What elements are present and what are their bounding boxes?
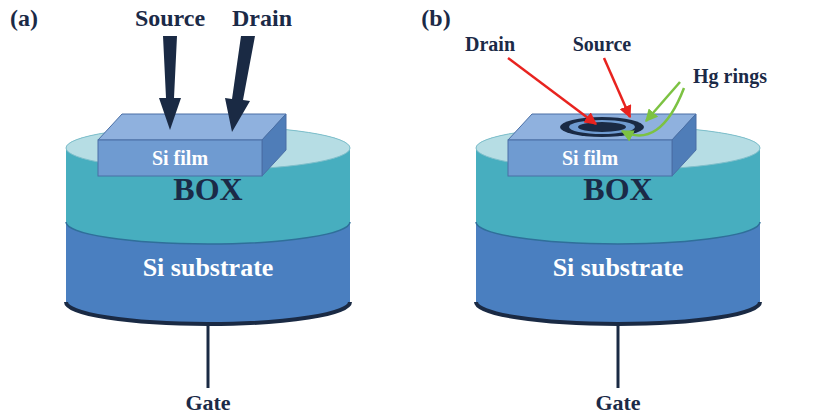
pointer-arrow	[622, 88, 684, 135]
terminal-name: Gate	[595, 391, 640, 415]
hg-inner-disk	[578, 122, 626, 132]
pointer-arrow	[604, 58, 630, 117]
panel-letter: (a)	[10, 5, 38, 31]
film-top	[98, 114, 286, 140]
layer-name: Si film	[562, 147, 618, 169]
layer-name: Si substrate	[553, 254, 684, 283]
substrate-layer: Si substrate	[137, 252, 280, 285]
panel-a	[66, 36, 350, 388]
band-edge	[476, 222, 760, 244]
film-side	[672, 114, 696, 176]
band-edge	[66, 222, 350, 244]
bottom-rim	[476, 302, 760, 324]
pointer-arrow	[508, 58, 596, 124]
film-front	[508, 140, 672, 176]
box-layer: BOX	[577, 170, 658, 209]
terminal-name: Source	[135, 5, 205, 31]
part-name: Hg rings	[693, 65, 767, 87]
panel-letter: (b)	[421, 5, 450, 31]
box-band	[66, 126, 350, 244]
probe-arrow	[159, 36, 181, 130]
layer-name: Si film	[152, 147, 208, 169]
film-front	[98, 140, 262, 176]
layer-name: BOX	[173, 172, 242, 207]
film-side	[262, 114, 286, 176]
probe-arrow	[225, 36, 255, 132]
layer-name: BOX	[583, 172, 652, 207]
gate-wire	[207, 322, 210, 388]
terminal-name: Drain	[465, 33, 515, 55]
terminal-name: Drain	[232, 5, 292, 31]
film-box: Si film	[146, 145, 214, 171]
box-layer: BOX	[167, 170, 248, 209]
film-box: Si film	[556, 145, 624, 171]
box-band	[476, 126, 760, 244]
panel-b	[476, 58, 760, 388]
substrate-layer: Si substrate	[547, 252, 690, 285]
terminal-name: Source	[573, 33, 632, 55]
pointer-arrow	[646, 82, 680, 121]
gate-wire	[617, 322, 620, 388]
bottom-rim	[66, 302, 350, 324]
terminal-name: Gate	[185, 391, 230, 415]
layer-name: Si substrate	[143, 254, 274, 283]
